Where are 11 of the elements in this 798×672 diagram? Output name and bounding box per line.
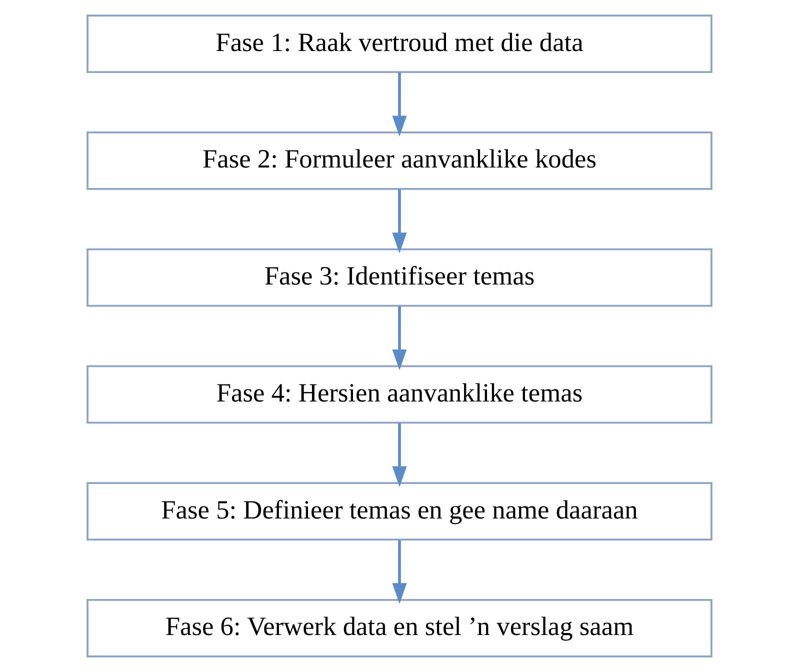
arrow (392, 423, 406, 488)
node-box: Fase 1: Raak vertroud met die data (86, 14, 712, 74)
arrow (392, 72, 406, 136)
node-box: Fase 5: Definieer temas en gee name daaraan (86, 482, 712, 541)
node-box: Fase 2: Formuleer aanvanklike kodes (86, 131, 712, 190)
arrow (392, 189, 406, 254)
node-box: Fase 3: Identifiseer temas (86, 248, 712, 307)
node-box: Fase 6: Verwerk data en stel ’n verslag saam (86, 598, 712, 658)
node-box: Fase 4: Hersien aanvanklike temas (86, 365, 712, 424)
arrow (392, 306, 406, 370)
arrow (392, 540, 406, 604)
